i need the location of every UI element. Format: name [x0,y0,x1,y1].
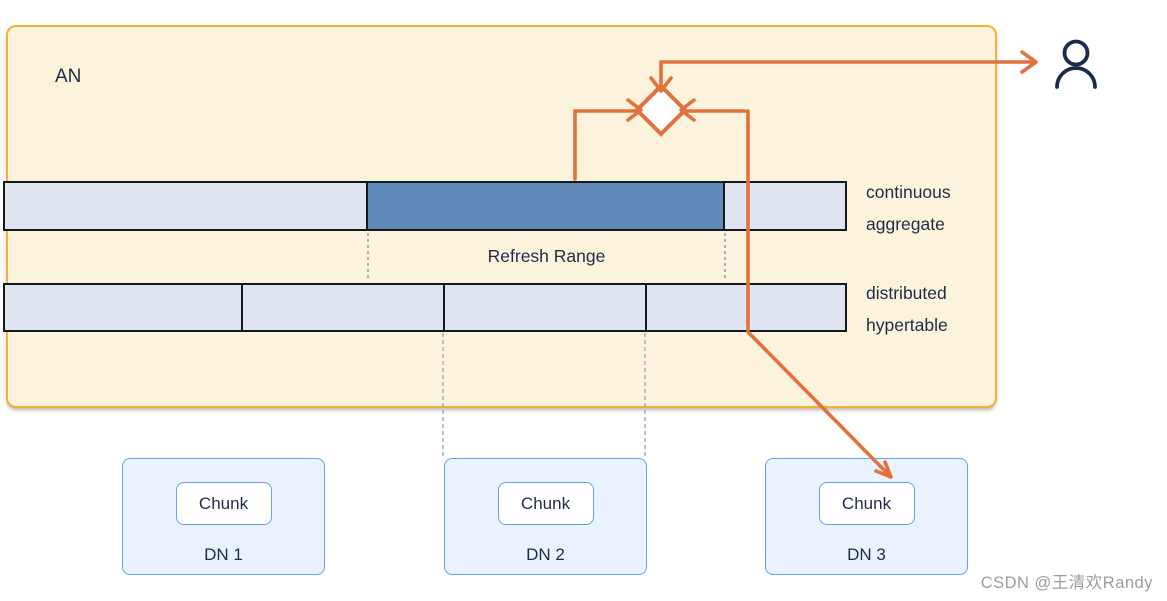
chunk-box: Chunk [175,482,272,525]
caption-line: hypertable [866,315,948,335]
data-node-box-dn3: Chunk DN 3 [765,458,968,575]
bar-segment [445,285,647,330]
distributed-hypertable-caption: distributed hypertable [866,277,948,341]
continuous-aggregate-bar [3,181,847,231]
bar-segment-highlighted [368,183,725,229]
distributed-hypertable-bar [3,283,847,332]
data-node-label: DN 3 [847,545,886,564]
bar-segment [725,183,845,229]
data-node-box-dn2: Chunk DN 2 [444,458,647,575]
caption-line: distributed [866,283,947,303]
chunk-box: Chunk [818,482,915,525]
watermark: CSDN @王清欢Randy [980,574,1153,592]
access-node-label: AN [55,66,82,87]
data-node-label: DN 2 [526,545,565,564]
caption-line: aggregate [866,214,945,234]
refresh-range-label: Refresh Range [487,246,606,266]
continuous-aggregate-caption: continuous aggregate [866,176,951,240]
data-node-box-dn1: Chunk DN 1 [122,458,325,575]
bar-segment [243,285,445,330]
data-node-label: DN 1 [204,545,243,564]
chunk-box: Chunk [497,482,594,525]
bar-segment [5,285,243,330]
bar-segment [647,285,845,330]
arrowhead-to-user [1020,50,1038,74]
user-icon [1055,39,1097,89]
bar-segment [5,183,368,229]
caption-line: continuous [866,182,951,202]
